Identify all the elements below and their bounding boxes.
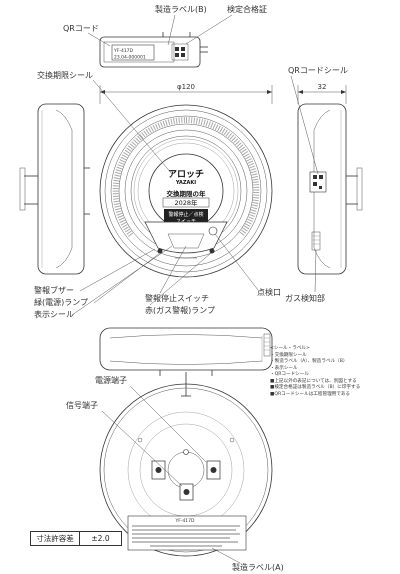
label-mfg-a: 製造ラベル(A)	[232, 562, 284, 572]
notes-item: ・QRコードシール	[270, 372, 309, 377]
notes-item: ・表示シール	[270, 365, 298, 371]
bottom-side-view	[99, 327, 273, 376]
notes-title: <シール・ラベル>	[270, 346, 310, 351]
tolerance-box: 寸法許容差 ±2.0	[30, 531, 122, 546]
bottom-model: YF-417D	[174, 518, 195, 524]
label-check-port: 点検口	[257, 287, 281, 297]
label-signal-terminal: 信号端子	[66, 400, 98, 410]
brand-logo: アロッチ	[168, 169, 204, 180]
switch-text-1: 警報停止／点検	[168, 211, 203, 218]
label-buzzer: 警報ブザー	[34, 285, 74, 295]
label-mfg-b: 製造ラベル(B)	[155, 4, 207, 14]
notes-item: ■検定合格証は製造ラベル（B）に印字する	[270, 385, 361, 390]
label-indicator-seal: 表示シール	[34, 309, 74, 319]
replace-year: 2028年	[174, 198, 198, 207]
notes-panel: <シール・ラベル> ・交換期限シール ・製造ラベル（A）、製造ラベル（B） ・表…	[270, 346, 396, 398]
label-power-terminal: 電源端子	[95, 375, 127, 385]
right-side-view	[297, 103, 363, 275]
dim-diameter: φ120	[177, 83, 195, 91]
label-gas-sensor: ガス検知部	[285, 293, 325, 303]
model-number: YF-417D	[113, 48, 134, 54]
tolerance-value: ±2.0	[91, 534, 110, 543]
serial-number: 23.04-000001	[114, 55, 146, 61]
label-power-lamp: 緑(電源)ランプ	[34, 297, 88, 307]
top-view: YF-417D 23.04-000001	[99, 32, 208, 68]
left-side-view	[19, 103, 90, 275]
maker-name: YAZAKI	[175, 180, 196, 186]
notes-item: ■上記以外の表記については、別図とする	[270, 378, 357, 384]
label-qr-seal: QRコードシール	[288, 66, 348, 75]
tolerance-label: 寸法許容差	[31, 532, 80, 545]
notes-item: ・製造ラベル（A）、製造ラベル（B）	[270, 359, 348, 364]
label-inspection: 検定合格証	[227, 4, 267, 14]
front-view: アロッチ YAZAKI 交換期限の年 2028年 警報停止／点検 スイッチ	[99, 104, 273, 278]
notes-item: ・交換期限シール	[270, 352, 307, 358]
dim-depth: 32	[318, 83, 327, 91]
label-stop-switch: 警報停止スイッチ	[145, 293, 209, 303]
back-view: YF-417D	[99, 372, 273, 557]
label-replacement-seal: 交換期限シール	[37, 70, 93, 80]
replace-title: 交換期限の年	[167, 189, 207, 198]
label-qr-code: QRコード	[63, 24, 99, 33]
label-gas-lamp: 赤(ガス警報)ランプ	[145, 305, 215, 315]
notes-item: ■QRコードシールは工程管理用である	[270, 391, 351, 397]
